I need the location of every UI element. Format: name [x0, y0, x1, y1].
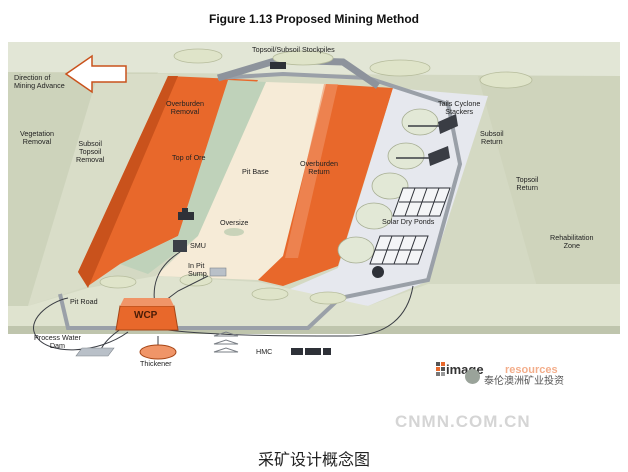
label-hmc: HMC [256, 347, 273, 356]
subsoil-topsoil-strip [28, 74, 168, 306]
label-wcp: WCP [134, 310, 158, 321]
wechat-account-watermark: 泰伦澳洲矿业投资 [484, 376, 564, 387]
smu-unit [173, 240, 187, 252]
image-resources-logo-mark [436, 362, 445, 376]
label-process-water-dam: Process Water Dam [34, 333, 81, 351]
road-stockpiles [99, 273, 347, 305]
oversize-pile [224, 228, 244, 236]
topsoil-stockpiles [173, 48, 533, 89]
figure-caption: 采矿设计概念图 [257, 450, 370, 469]
mining-diagram-svg [8, 36, 620, 408]
thickener-tank [139, 344, 177, 360]
tails-cyclone-mounds [337, 108, 439, 264]
label-vegetation-removal: Vegetation Removal [20, 129, 54, 147]
solar-dry-ponds [369, 187, 451, 265]
haul-truck-top [270, 62, 286, 69]
pit-base-zone [156, 82, 326, 280]
hmc-stockpile [213, 331, 239, 353]
site-watermark: CNMN.COM.CN [395, 412, 531, 431]
process-water-dam [75, 347, 115, 357]
direction-arrow [64, 54, 127, 94]
pond-pump [372, 266, 384, 278]
in-pit-sump [209, 267, 227, 277]
figure-title: Figure 1.13 Proposed Mining Method [208, 12, 419, 26]
label-subsoil-return: Subsoil Return [480, 129, 504, 147]
top-of-ore-strip [120, 80, 266, 274]
label-rehabilitation-zone: Rehabilitation Zone [550, 233, 594, 251]
label-subsoil-topsoil-removal: Subsoil Topsoil Removal [76, 139, 105, 165]
label-direction-of-mining-advance: Direction of Mining Advance [14, 73, 65, 91]
label-smu: SMU [190, 241, 206, 250]
dozer-equipment [178, 208, 194, 220]
label-topsoil-stockpiles: Topsoil/Subsoil Stockpiles [252, 45, 335, 54]
label-overburden-removal: Overburden Removal [166, 99, 204, 117]
road-train [291, 348, 331, 355]
label-thickener: Thickener [140, 359, 172, 368]
cyclone-stackers [396, 114, 458, 166]
label-pit-base: Pit Base [242, 167, 269, 176]
wcp-plant [115, 298, 179, 331]
wechat-account-icon [465, 369, 480, 384]
label-tails-cyclone-stackers: Tails Cyclone Stackers [438, 99, 481, 117]
label-top-of-ore: Top of Ore [172, 153, 206, 162]
label-overburden-return: Overburden Return [300, 159, 338, 177]
label-topsoil-return: Topsoil Return [516, 175, 539, 193]
haul-road [58, 71, 463, 330]
vegetation-zone [8, 72, 98, 306]
label-pit-road: Pit Road [70, 297, 98, 306]
label-solar-dry-ponds: Solar Dry Ponds [382, 217, 435, 226]
overburden-removal-edge [78, 76, 178, 288]
mining-diagram: Topsoil/Subsoil Stockpiles Direction of … [8, 36, 620, 408]
label-oversize: Oversize [220, 218, 249, 227]
overburden-return-highlight [285, 84, 338, 258]
label-in-pit-sump: In Pit Sump [188, 261, 207, 279]
image-resources-logo-text-2: resources [505, 364, 558, 376]
